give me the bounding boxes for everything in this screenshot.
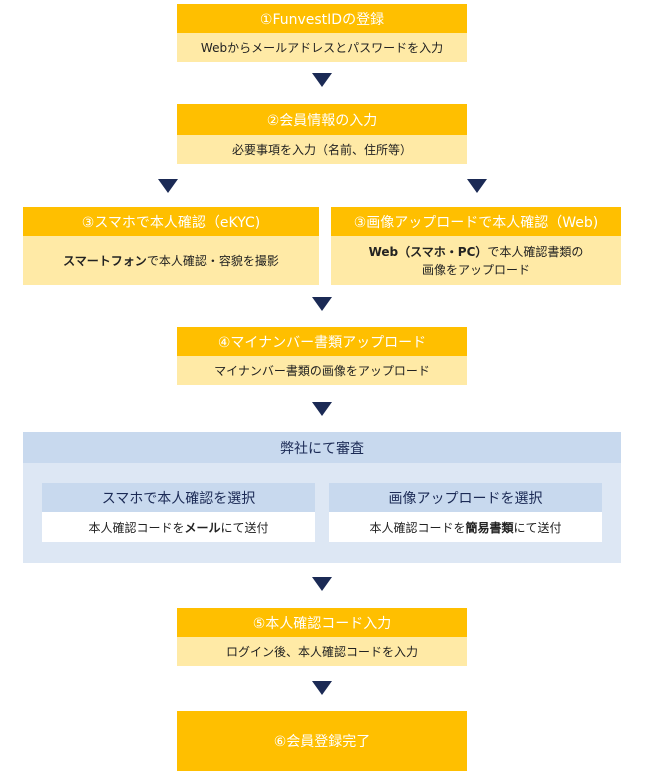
step5-title: ⑤本人確認コード入力: [252, 615, 392, 632]
step3b-title: ③画像アップロードで本人確認（Web): [353, 214, 599, 231]
down-arrow-right-icon: [467, 179, 487, 193]
step3a-desc-bold: スマートフォン: [63, 254, 147, 268]
review-right-body: 本人確認コードを簡易書類にて送付: [329, 512, 602, 542]
review-left-header: スマホで本人確認を選択: [42, 483, 315, 512]
review-left-post: にて送付: [220, 520, 269, 535]
step3a-desc: スマートフォンで本人確認・容貌を撮影: [63, 252, 279, 269]
step3b-desc-rest: で本人確認書類の: [487, 244, 584, 259]
review-right-title: 画像アップロードを選択: [388, 490, 543, 507]
down-arrow-left-icon: [158, 179, 178, 193]
step1-header: ①FunvestIDの登録: [177, 4, 467, 33]
review-left-title: スマホで本人確認を選択: [101, 490, 256, 507]
step4-desc: マイナンバー書類の画像をアップロード: [214, 364, 430, 378]
step6-box: ⑥会員登録完了: [177, 711, 467, 771]
down-arrow-icon: [312, 402, 332, 416]
step2-header: ②会員情報の入力: [177, 104, 467, 135]
step1-body: Webからメールアドレスとパスワードを入力: [177, 33, 467, 62]
step6-title: ⑥会員登録完了: [273, 734, 371, 750]
step3b-desc-bold: Web（スマホ・PC）: [368, 244, 488, 259]
review-title: 弊社にて審査: [280, 440, 364, 457]
step1-desc: Webからメールアドレスとパスワードを入力: [200, 41, 444, 55]
step4-header: ④マイナンバー書類アップロード: [177, 327, 467, 356]
step3b-desc-line1: Web（スマホ・PC）で本人確認書類の: [369, 243, 584, 261]
step3a-body: スマートフォンで本人確認・容貌を撮影: [23, 236, 319, 285]
review-left-body: 本人確認コードをメールにて送付: [42, 512, 315, 542]
step3a-header: ③スマホで本人確認（eKYC): [23, 207, 319, 236]
step2-body: 必要事項を入力（名前、住所等）: [177, 135, 467, 164]
step3a-title: ③スマホで本人確認（eKYC): [81, 214, 261, 231]
review-left-desc: 本人確認コードをメールにて送付: [88, 519, 268, 536]
step3b-desc-line2: 画像をアップロード: [421, 262, 530, 277]
step2-desc: 必要事項を入力（名前、住所等）: [231, 143, 412, 157]
step3b-header: ③画像アップロードで本人確認（Web): [331, 207, 621, 236]
review-left-pre: 本人確認コードを: [88, 520, 185, 535]
review-right-desc: 本人確認コードを簡易書類にて送付: [369, 519, 561, 536]
step5-desc: ログイン後、本人確認コードを入力: [225, 645, 418, 659]
step3b-body: Web（スマホ・PC）で本人確認書類の 画像をアップロード: [331, 236, 621, 285]
review-right-header: 画像アップロードを選択: [329, 483, 602, 512]
step5-body: ログイン後、本人確認コードを入力: [177, 637, 467, 666]
review-right-pre: 本人確認コードを: [369, 520, 466, 535]
review-left-bold: メール: [184, 520, 221, 535]
step1-title: ①FunvestIDの登録: [259, 11, 385, 28]
down-arrow-icon: [312, 577, 332, 591]
step2-title: ②会員情報の入力: [266, 112, 378, 129]
review-right-post: にて送付: [513, 520, 562, 535]
down-arrow-icon: [312, 73, 332, 87]
step4-title: ④マイナンバー書類アップロード: [217, 334, 427, 351]
step3a-desc-rest: で本人確認・容貌を撮影: [146, 254, 279, 268]
down-arrow-icon: [312, 297, 332, 311]
review-title-bar: 弊社にて審査: [23, 432, 621, 463]
down-arrow-icon: [312, 681, 332, 695]
step5-header: ⑤本人確認コード入力: [177, 608, 467, 637]
review-right-bold: 簡易書類: [465, 520, 514, 535]
step4-body: マイナンバー書類の画像をアップロード: [177, 356, 467, 385]
